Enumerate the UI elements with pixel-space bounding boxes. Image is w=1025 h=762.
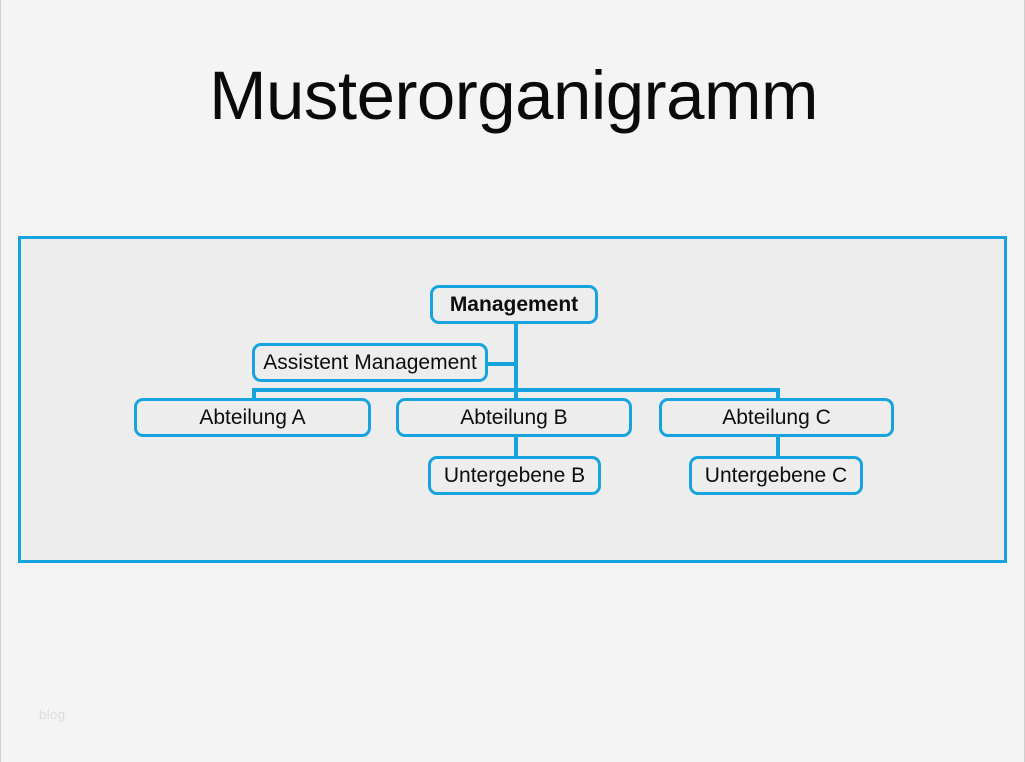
connector-assistent-stub <box>488 362 518 366</box>
org-node-assistent-management[interactable]: Assistent Management <box>252 343 488 382</box>
connector-abteilung-c-to-untergebene-c <box>776 437 780 459</box>
connector-abteilung-b-to-untergebene-b <box>514 437 518 459</box>
org-node-management[interactable]: Management <box>430 285 598 324</box>
page-title: Musterorganigramm <box>209 57 818 134</box>
org-node-untergebene-c[interactable]: Untergebene C <box>689 456 863 495</box>
watermark-text: blog <box>39 707 66 722</box>
org-node-abteilung-a[interactable]: Abteilung A <box>134 398 371 437</box>
org-node-abteilung-c[interactable]: Abteilung C <box>659 398 894 437</box>
org-node-abteilung-b[interactable]: Abteilung B <box>396 398 632 437</box>
org-chart-frame: Management Assistent Management Abteilun… <box>18 236 1007 563</box>
org-node-untergebene-b[interactable]: Untergebene B <box>428 456 601 495</box>
